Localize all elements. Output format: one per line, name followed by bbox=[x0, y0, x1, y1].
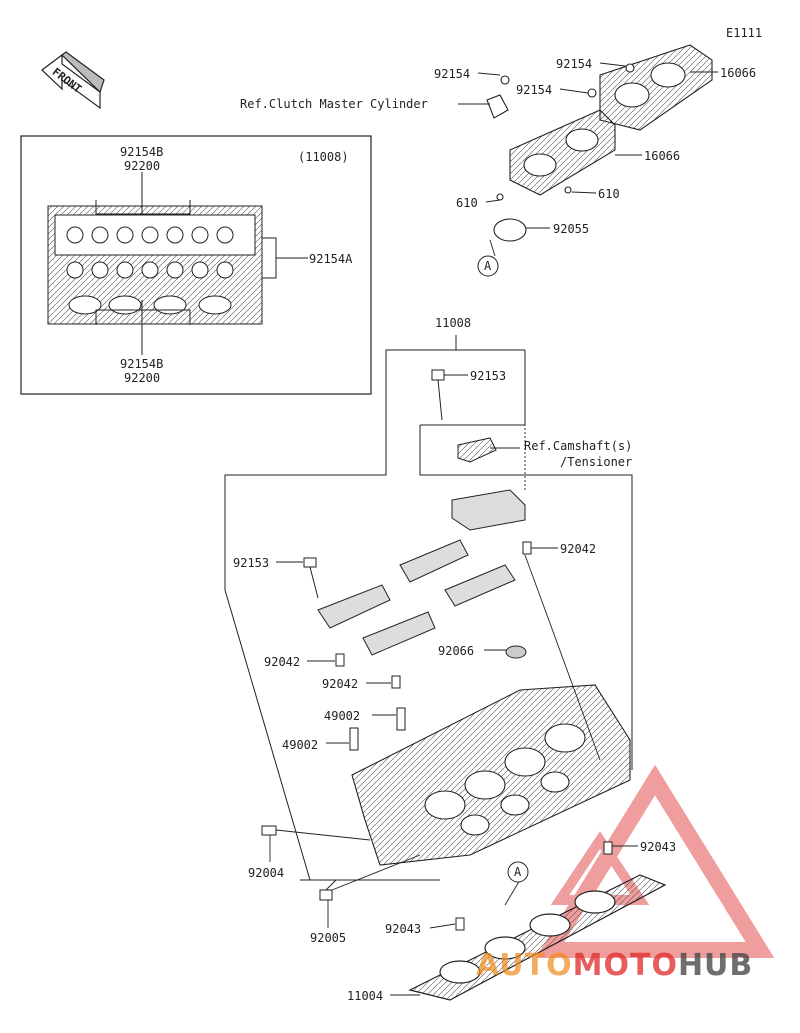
label-92004: 92004 bbox=[248, 866, 285, 880]
inset-group-label: (11008) bbox=[298, 150, 349, 164]
label-610-a: 610 bbox=[456, 196, 478, 210]
label-92043-a: 92043 bbox=[640, 840, 677, 854]
label-92042-a: 92042 bbox=[560, 542, 597, 556]
watermark-text: AUTOMOTOHUB bbox=[476, 948, 753, 983]
label-610-b: 610 bbox=[598, 187, 620, 201]
label-92043-b: 92043 bbox=[385, 922, 422, 936]
head-gasket bbox=[408, 874, 667, 1001]
label-92154-a: 92154 bbox=[434, 67, 471, 81]
cylinder-head bbox=[351, 684, 631, 866]
label-92055: 92055 bbox=[553, 222, 590, 236]
cam-caps bbox=[317, 489, 526, 656]
inset-label-bottom-a: 92154B bbox=[120, 357, 164, 371]
inset-label-right: 92154A bbox=[309, 252, 353, 266]
bolt-92153-top bbox=[431, 369, 445, 421]
label-92066: 92066 bbox=[438, 644, 475, 658]
bolt-92153-left bbox=[303, 557, 319, 599]
watermark-part-moto: MOTO bbox=[572, 948, 678, 983]
inset-label-top-a: 92154B bbox=[120, 145, 164, 159]
label-92005: 92005 bbox=[310, 931, 347, 945]
insulator-assembly bbox=[486, 44, 713, 242]
inset-frame bbox=[20, 135, 372, 395]
inset-head-drawing bbox=[47, 172, 308, 355]
label-92154-b: 92154 bbox=[556, 57, 593, 71]
leader-lines-main bbox=[269, 374, 638, 996]
label-11004: 11004 bbox=[347, 989, 384, 1003]
ref-a-circle-bottom bbox=[507, 861, 529, 883]
bolt-92005 bbox=[319, 879, 337, 901]
inset-label-top-b: 92200 bbox=[124, 159, 161, 173]
watermark-part-hub: HUB bbox=[677, 948, 754, 983]
label-92154-c: 92154 bbox=[516, 83, 553, 97]
stud-92004 bbox=[261, 825, 277, 836]
label-49002-b: 49002 bbox=[282, 738, 319, 752]
label-ref-cam-1: Ref.Camshaft(s) bbox=[524, 439, 633, 453]
diagram-code: E1111 bbox=[726, 26, 763, 40]
label-ref-cam-2: /Tensioner bbox=[560, 455, 633, 469]
label-ref-a-bottom: A bbox=[514, 865, 522, 879]
ref-a-circle-top bbox=[477, 255, 499, 277]
label-16066-a: 16066 bbox=[720, 66, 757, 80]
label-11008: 11008 bbox=[435, 316, 472, 330]
front-arrow-icon bbox=[41, 51, 105, 110]
label-92153-a: 92153 bbox=[470, 369, 507, 383]
inset-label-bottom-b: 92200 bbox=[124, 371, 161, 385]
watermark-part-auto: AUTO bbox=[476, 948, 573, 983]
label-16066-b: 16066 bbox=[644, 149, 681, 163]
tensioner-bracket bbox=[457, 437, 497, 463]
label-ref-a-top: A bbox=[484, 259, 492, 273]
leader-lines-top bbox=[458, 62, 718, 257]
label-92153-b: 92153 bbox=[233, 556, 270, 570]
label-92042-c: 92042 bbox=[322, 677, 359, 691]
label-49002-a: 49002 bbox=[324, 709, 361, 723]
label-ref-clutch: Ref.Clutch Master Cylinder bbox=[240, 97, 428, 111]
plug-92066 bbox=[505, 645, 527, 659]
label-92042-b: 92042 bbox=[264, 655, 301, 669]
